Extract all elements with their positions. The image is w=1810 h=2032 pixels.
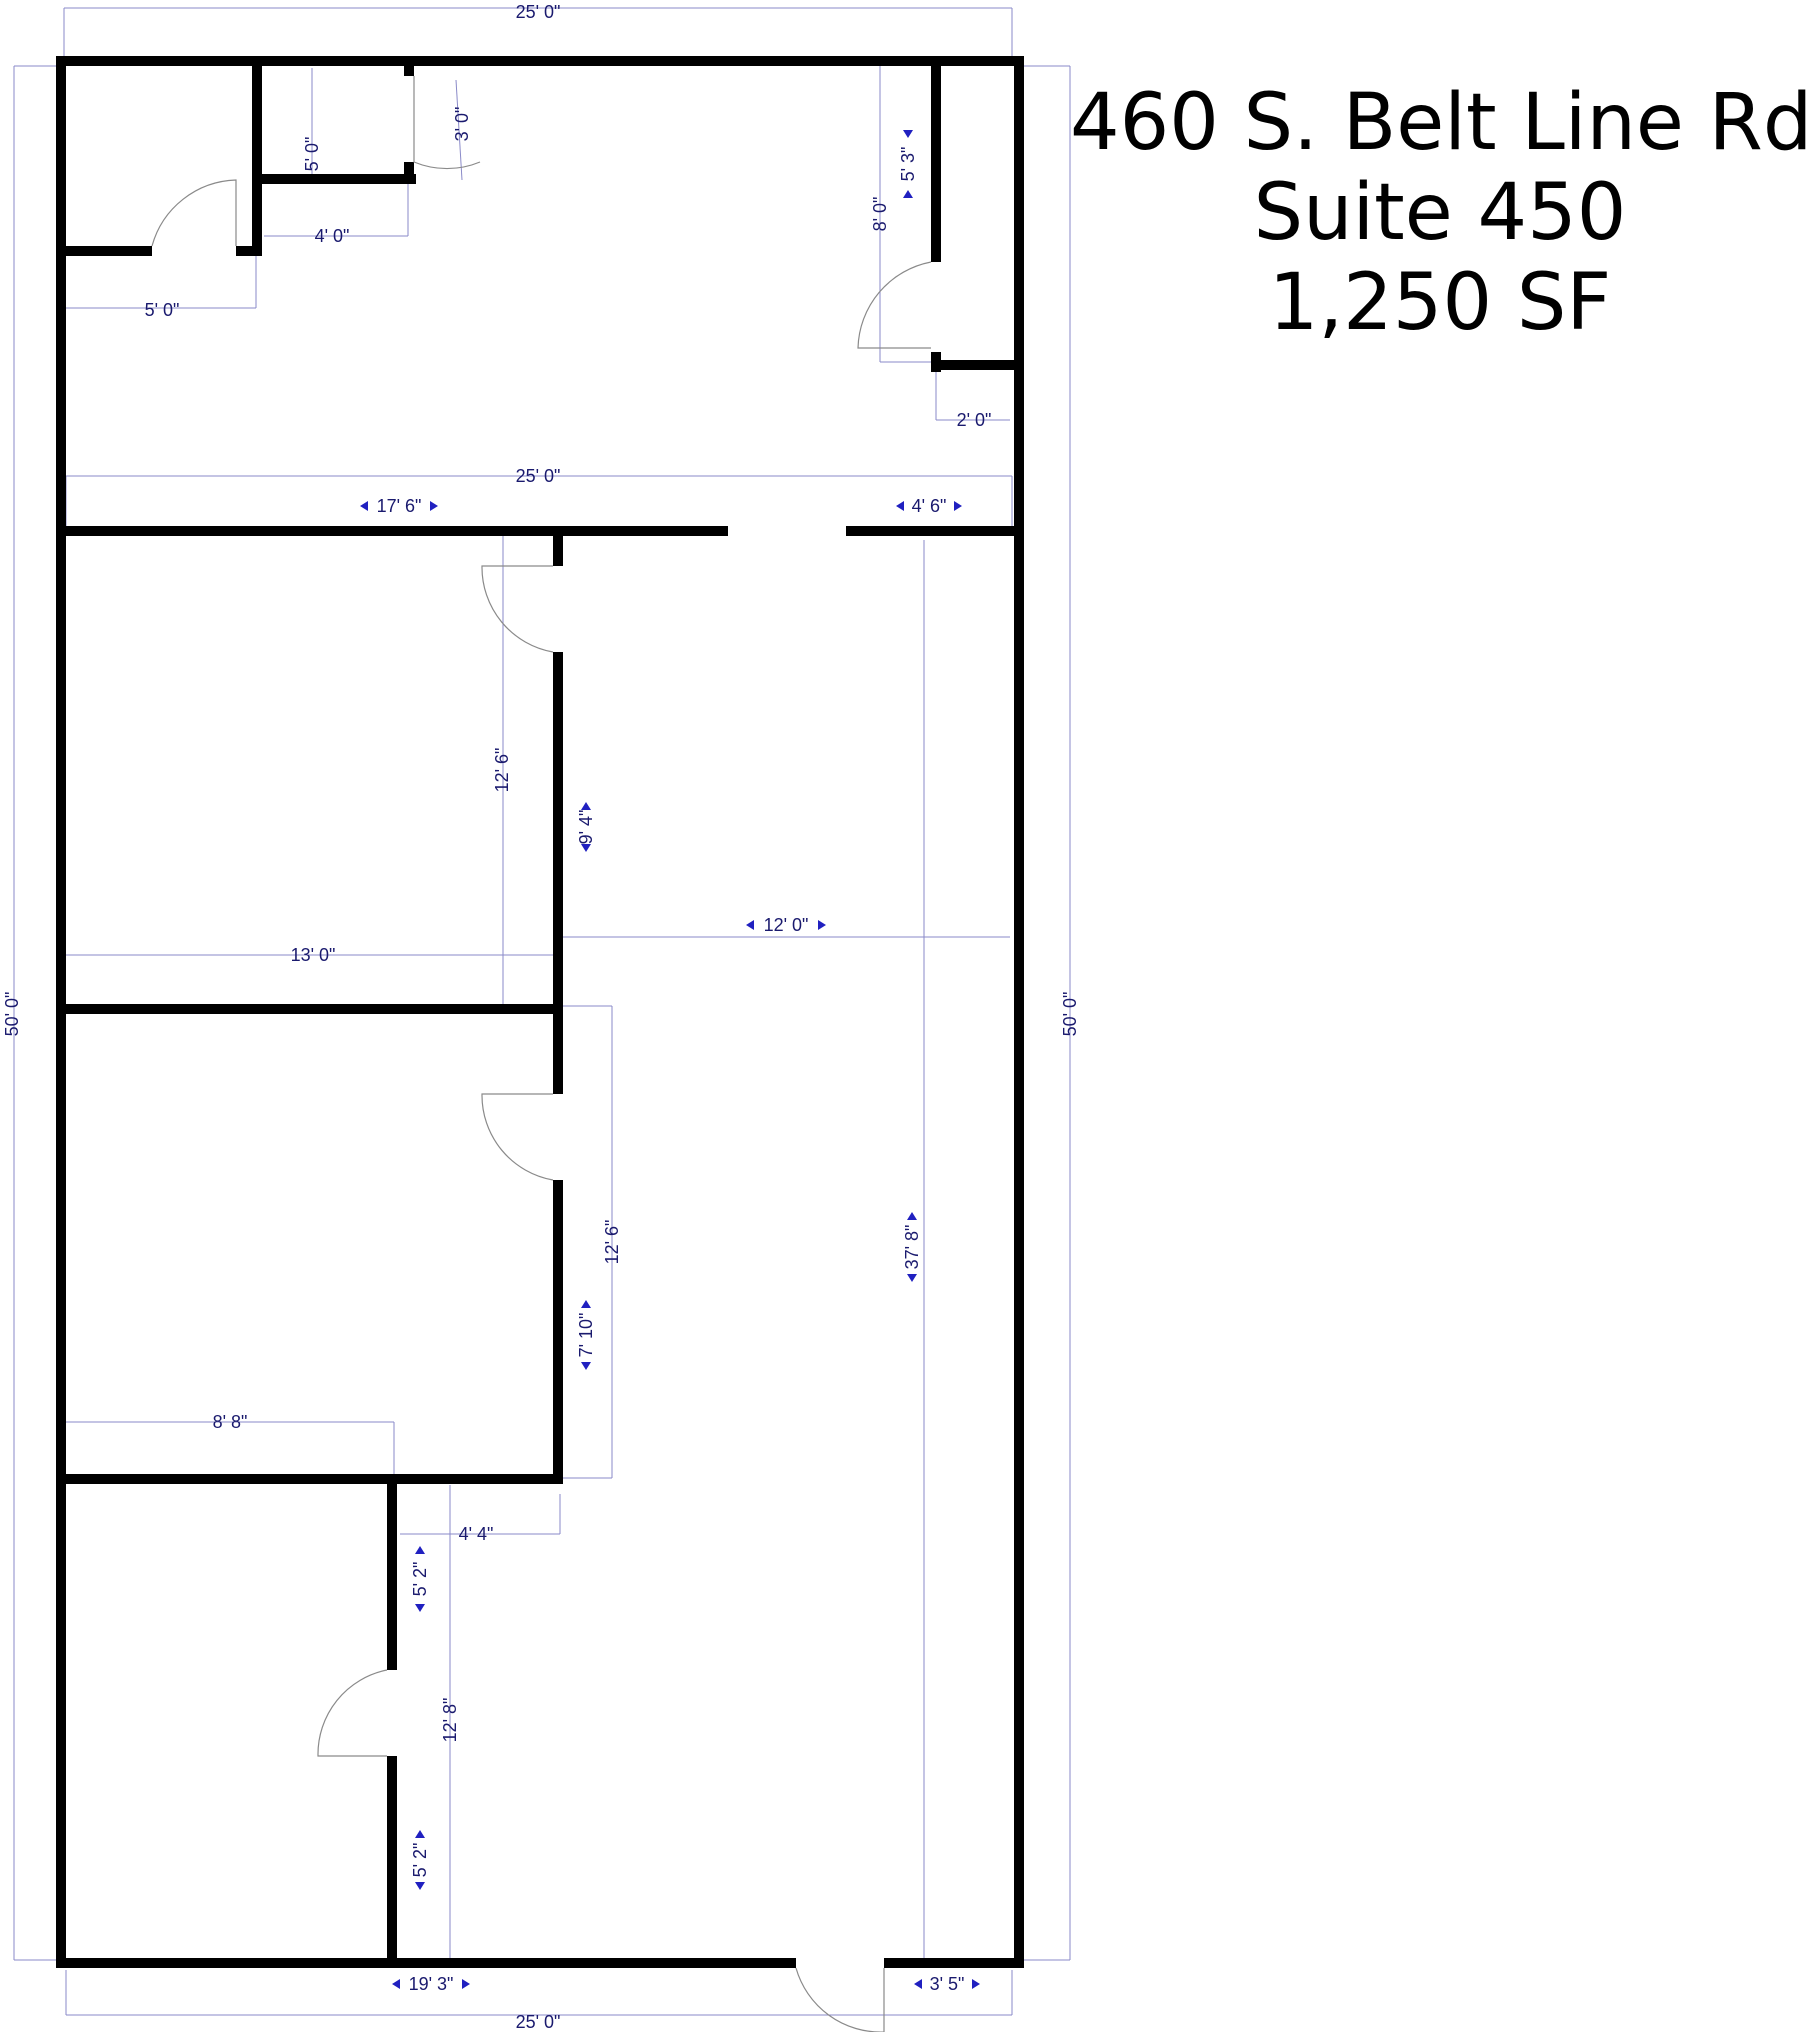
dimension-arrows [360, 130, 980, 1989]
dim-wall-right-run: 4' 6" [912, 496, 947, 516]
dim-bottom-right-run: 3' 5" [930, 1974, 965, 1994]
office2-door-icon[interactable] [481, 1093, 554, 1181]
dim-office3-wall-bottom: 5' 2" [410, 1843, 430, 1878]
address-title: 460 S. Belt Line Rd [1070, 78, 1810, 168]
dim-storage-door: 3' 0" [452, 107, 472, 142]
dim-bottom-left-run: 19' 3" [409, 1974, 454, 1994]
dim-right-height: 50' 0" [1060, 992, 1080, 1037]
dim-storage-height: 5' 0" [302, 137, 322, 172]
dim-office2-width: 8' 8" [213, 1412, 248, 1432]
dim-bottom-width: 25' 0" [516, 2012, 561, 2032]
dim-office3-height: 12' 8" [440, 1698, 460, 1743]
dim-left-height: 50' 0" [2, 992, 22, 1037]
dimension-guides [13, 7, 1071, 2016]
dim-office1-height: 12' 6" [492, 748, 512, 793]
dim-office2-wall: 7' 10" [576, 1313, 596, 1358]
dim-office1-wall: 9' 4" [576, 810, 596, 845]
dim-corridor-length: 37' 8" [902, 1225, 922, 1270]
doors [151, 76, 932, 2032]
entry-door-icon[interactable] [795, 1967, 885, 2032]
dim-wall-left-run: 17' 6" [377, 496, 422, 516]
suite-title: Suite 450 [1253, 168, 1627, 258]
office1-door-icon[interactable] [481, 565, 554, 653]
dim-right-closet-width: 2' 0" [957, 410, 992, 430]
closet-door-icon[interactable] [151, 179, 237, 247]
dim-office1-width: 13' 0" [291, 945, 336, 965]
office3-door-icon[interactable] [317, 1669, 388, 1757]
dim-office2-height: 12' 6" [602, 1220, 622, 1265]
title-block: 460 S. Belt Line Rd Suite 450 1,250 SF [1070, 78, 1810, 348]
storage-door-icon[interactable] [413, 76, 481, 170]
right-closet-door-icon[interactable] [857, 261, 932, 349]
walls [56, 56, 1024, 1968]
dim-storage-width: 4' 0" [315, 226, 350, 246]
dim-office3-offset: 4' 4" [459, 1524, 494, 1544]
dim-top-width: 25' 0" [516, 2, 561, 22]
dim-upper-room-width: 25' 0" [516, 466, 561, 486]
dim-open-width: 12' 0" [764, 915, 809, 935]
dim-office3-wall-top: 5' 2" [410, 1562, 430, 1597]
dim-right-closet-height: 8' 0" [870, 197, 890, 232]
dim-right-closet-wall: 5' 3" [898, 147, 918, 182]
dim-closet-width: 5' 0" [145, 300, 180, 320]
area-title: 1,250 SF [1268, 258, 1612, 348]
dimension-labels: 25' 0" 25' 0" 50' 0" 50' 0" 5' 0" 3' 0" … [2, 2, 1080, 2032]
